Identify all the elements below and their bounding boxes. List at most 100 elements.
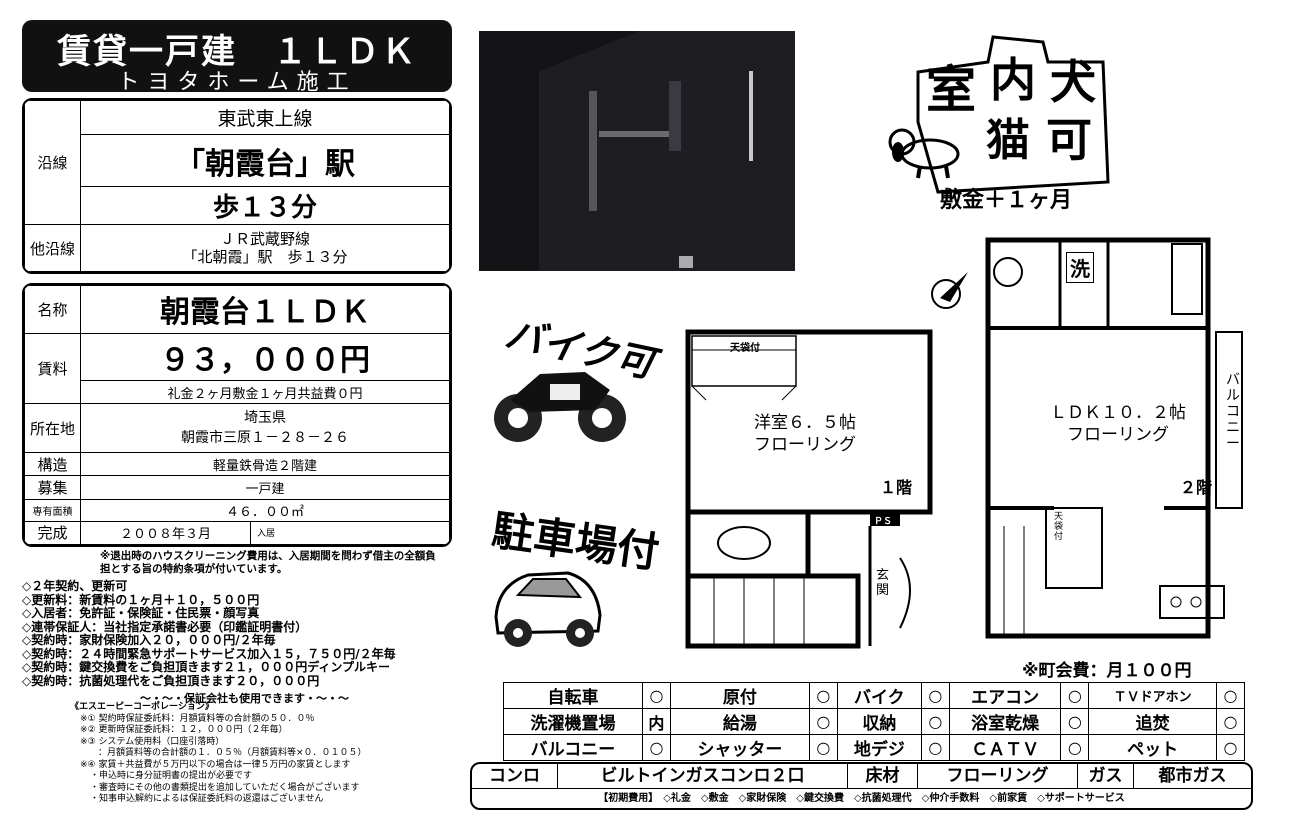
type-value: 一戸建 <box>80 475 450 500</box>
amenity-mark: 内 <box>641 708 671 735</box>
badge-char-room: 室 <box>926 61 976 119</box>
completed-label: 完成 <box>24 520 81 545</box>
exterior-photo <box>479 31 795 271</box>
guarantor-note: ～・～・保証会社も使用できます・～・～ <box>140 692 349 705</box>
floor2-floor-type: フローリング <box>1067 425 1169 445</box>
amenity-name: ＴＶドアホン <box>1088 682 1217 709</box>
gas-label: ガス <box>1078 764 1134 788</box>
structure-label: 構造 <box>24 451 81 477</box>
builder-name: トヨタホーム施工 <box>117 70 357 95</box>
amenity-name: ＣＡＴＶ <box>948 734 1062 761</box>
amenity-mark: ○ <box>808 708 838 735</box>
epc-line: ※④ 家賃＋共益費が５万円以下の場合は一律５万円の家賃とします <box>80 759 351 770</box>
floor2-level: ２階 <box>1180 478 1213 497</box>
stove-value: ビルトインガスコンロ２口 <box>558 764 848 788</box>
guarantor-company-notes: 《エスエーピーコーポレーション》 ※① 契約時保証委託料：月額賃料等の合計額の５… <box>30 702 460 806</box>
amenity-mark: ○ <box>1060 708 1090 735</box>
flooring-value: フローリング <box>918 764 1078 788</box>
move-in-label: 入居 <box>250 520 450 545</box>
completed-value: ２００８年３月 <box>80 520 251 545</box>
stove-label: コンロ <box>472 764 558 788</box>
condition-item: ◇契約時：鍵交換費をご負担頂きます２１，０００円ディンプルキー <box>22 660 391 674</box>
amenity-mark: ○ <box>920 734 950 761</box>
other-station: 「北朝霞」駅 歩１３分 <box>182 248 348 266</box>
contract-conditions: ◇２年契約、更新可 ◇更新料：新賃料の１ヶ月＋１０，５００円 ◇入居者：免許証・… <box>22 579 462 688</box>
amenity-name: 給湯 <box>669 708 810 735</box>
amenity-name: エアコン <box>948 682 1062 709</box>
amenity-mark: ○ <box>1216 734 1245 761</box>
amenity-name: シャッター <box>669 734 810 761</box>
condition-item: ◇契約時：２４時間緊急サポートサービス加入１５，７５０円/２年毎 <box>22 646 396 661</box>
laundry-space-label: 洗 <box>1066 252 1094 283</box>
badge-char-ok: 可 <box>1046 113 1092 167</box>
epc-line: ：月額賃料等の合計額の１．０５％（月額賃料等×０．０１０５） <box>80 748 367 758</box>
pet-allowed-badge: 室 内 犬 猫 可 敷金＋１ヶ月 <box>878 32 1118 232</box>
amenity-mark: ○ <box>1060 682 1090 709</box>
floor1-room-name: 洋室６．５帖 <box>754 413 856 433</box>
condition-item: ◇更新料：新賃料の１ヶ月＋１０，５００円 <box>22 592 260 607</box>
station-name: 「朝霞台」駅 <box>80 134 450 187</box>
floor1-level: １階 <box>880 478 913 497</box>
epc-line: ※③ システム使用料（口座引落時） <box>80 736 225 747</box>
epc-line: ・審査時にその他の書類提出を追加していただく場合がございます <box>90 782 360 793</box>
amenity-name: 収納 <box>836 708 922 735</box>
floor2-plan <box>985 237 1243 639</box>
amenity-name: 原付 <box>669 682 810 709</box>
type-label: 募集 <box>24 475 81 500</box>
floor1-floor-type: フローリング <box>754 435 856 455</box>
cleaning-note: ※退出時のハウスクリーニング費用は、入居期間を問わず借主の全額負担とする旨の特約… <box>100 550 436 575</box>
floor2-ceiling-storage: 天袋付 <box>1054 512 1064 542</box>
initial-costs: 【初期費用】 ◇礼金 ◇敷金 ◇家財保険 ◇鍵交換費 ◇抗菌処理代 ◇仲介手数料… <box>598 793 1125 804</box>
amenity-name: 洗濯機置場 <box>503 708 643 735</box>
fees-text: 礼金２ヶ月敷金１ヶ月共益費０円 <box>80 380 450 405</box>
address-label: 所在地 <box>24 403 81 453</box>
rent-amount: ９３，０００円 <box>80 332 450 382</box>
name-label: 名称 <box>24 285 81 334</box>
property-info-box: 名称 朝霞台１ＬＤＫ 賃料 ９３，０００円 礼金２ヶ月敷金１ヶ月共益費０円 所在… <box>22 283 452 547</box>
amenity-mark: ○ <box>808 734 838 761</box>
badge-char-dog: 犬 <box>1050 55 1096 109</box>
condition-item: ◇入居者：免許証・保険証・住民票・顔写真 <box>22 606 260 620</box>
rent-label: 賃料 <box>24 332 81 405</box>
epc-line: ※② 更新時保証委託料：１２，０００円（２年毎） <box>80 725 288 735</box>
entrance-label: 玄関 <box>876 568 890 598</box>
amenities-table: 自転車○ 原付○ バイク○ エアコン○ ＴＶドアホン○ 洗濯機置場内 給湯○ 収… <box>503 682 1245 761</box>
listing-title: 賃貸一戸建 １ＬＤＫ <box>57 32 417 72</box>
amenity-mark: ○ <box>1216 682 1245 709</box>
amenity-mark: ○ <box>920 682 950 709</box>
other-line-label: 他沿線 <box>24 224 81 272</box>
epc-line: 《エスエーピーコーポレーション》 <box>70 702 214 712</box>
property-name: 朝霞台１ＬＤＫ <box>80 285 450 334</box>
condition-item: ◇２年契約、更新可 <box>22 579 128 593</box>
town-fee-note: ※町会費：月１００円 <box>1022 661 1192 681</box>
amenity-mark: ○ <box>1216 708 1245 735</box>
badge-char-inside: 内 <box>990 53 1036 107</box>
dog-icon <box>888 128 960 179</box>
badge-outline <box>916 35 1110 194</box>
amenity-mark: ○ <box>641 682 671 709</box>
compass-icon <box>931 272 968 309</box>
gas-value: 都市ガス <box>1158 766 1227 786</box>
other-line-name: ＪＲ武蔵野線 <box>219 230 310 248</box>
badge-char-cat: 猫 <box>986 115 1030 166</box>
railway-name: 東武東上線 <box>80 100 450 135</box>
equipment-summary: コンロ ビルトインガスコンロ２口 床材 フローリング ガス 都市ガス 【初期費用… <box>470 762 1253 810</box>
address-prefecture: 埼玉県 <box>244 410 286 427</box>
condition-item: ◇連帯保証人：当社指定承諾書必要（印鑑証明書付） <box>22 619 308 634</box>
house-photo-image <box>479 31 795 271</box>
amenity-mark: ○ <box>1060 734 1090 761</box>
floor1-plan <box>685 329 933 649</box>
amenity-mark: ○ <box>808 682 838 709</box>
amenity-mark: ○ <box>641 734 671 761</box>
amenity-mark: ○ <box>920 708 950 735</box>
epc-line: ・申込時に身分証明書の提出が必要です <box>90 771 253 781</box>
condition-item: ◇契約時：家財保険加入２０，０００円/２年毎 <box>22 633 276 647</box>
line-label: 沿線 <box>24 100 81 225</box>
area-label: 専有面積 <box>24 498 81 522</box>
railway-info-box: 沿線 東武東上線 「朝霞台」駅 歩１３分 他沿線 ＪＲ武蔵野線 「北朝霞」駅 歩… <box>22 98 452 274</box>
flooring-label: 床材 <box>848 764 918 788</box>
listing-header: 賃貸一戸建 １ＬＤＫ トヨタホーム施工 <box>22 20 452 95</box>
amenity-name: バルコニー <box>503 734 643 761</box>
address-city: 朝霞市三原１－２８－２６ <box>181 430 349 447</box>
pipe-space-label: ＰＳ <box>874 517 893 527</box>
